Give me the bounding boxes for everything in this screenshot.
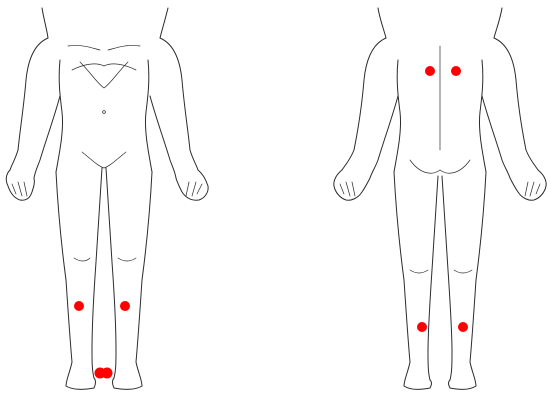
front-marker-left-shin [74,301,84,311]
point-markers [74,66,468,379]
front-marker-right-foot [102,368,113,379]
back-marker-left-calf [417,322,427,332]
back-marker-left-upper-back [425,66,435,76]
back-marker-right-upper-back [451,66,461,76]
back-body-figure [334,8,546,389]
front-marker-right-shin [120,301,130,311]
back-marker-right-calf [458,322,468,332]
front-body-figure [6,8,208,389]
